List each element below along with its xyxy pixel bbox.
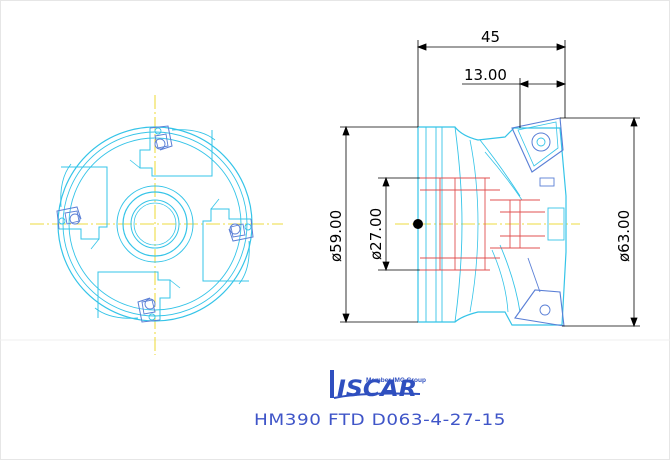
drawing-title: HM390 FTD D063-4-27-15 — [254, 410, 506, 429]
insert-bottom-screw — [539, 304, 551, 316]
insert-screw-right — [229, 223, 241, 235]
insert-screw-bottom — [144, 298, 156, 310]
neck-curve-top — [454, 126, 463, 323]
hub-outer — [116, 185, 194, 263]
pocket-slot-2 — [547, 207, 565, 241]
logo-wordmark: ISCAR — [337, 377, 417, 402]
pocket-slot-1 — [539, 177, 555, 187]
insert-bottom-edge — [527, 257, 541, 293]
logo-bar — [330, 370, 334, 398]
chip-pocket-top — [129, 125, 216, 177]
body-face — [68, 137, 242, 311]
logo-swoosh — [333, 392, 421, 399]
hub-middle — [122, 191, 188, 257]
bore-inner — [133, 202, 177, 246]
dim-cutting-diameter: ø63.00 — [615, 210, 633, 262]
side-view — [395, 117, 580, 327]
insert-top — [511, 117, 564, 173]
flute-line-2 — [484, 151, 523, 201]
insert-top-screw — [531, 132, 551, 152]
flute-line-3 — [499, 244, 521, 313]
bore — [130, 199, 180, 249]
insert-top-inner — [517, 121, 559, 167]
dimension-lines — [340, 40, 640, 328]
front-view — [30, 95, 283, 355]
insert-screw-left — [69, 213, 81, 225]
center-mark — [413, 219, 423, 229]
iscar-logo: Member IMC Group ISCAR — [330, 370, 426, 402]
insert-screw-top — [154, 138, 166, 150]
hidden-bore — [420, 177, 545, 271]
dim-body-diameter: ø59.00 — [327, 210, 345, 262]
logo-tagline: Member IMC Group — [366, 377, 426, 384]
dim-insert-offset: 13.00 — [464, 66, 507, 84]
dim-bore-diameter: ø27.00 — [367, 208, 385, 260]
insert-bottom — [514, 289, 565, 327]
flute-line-4 — [491, 249, 509, 313]
flute-line-1 — [479, 139, 521, 197]
dim-overall-length: 45 — [481, 28, 500, 46]
insert-top-screw-inner — [536, 137, 546, 147]
body-outline — [417, 126, 567, 326]
neck-curve-2 — [469, 139, 479, 313]
